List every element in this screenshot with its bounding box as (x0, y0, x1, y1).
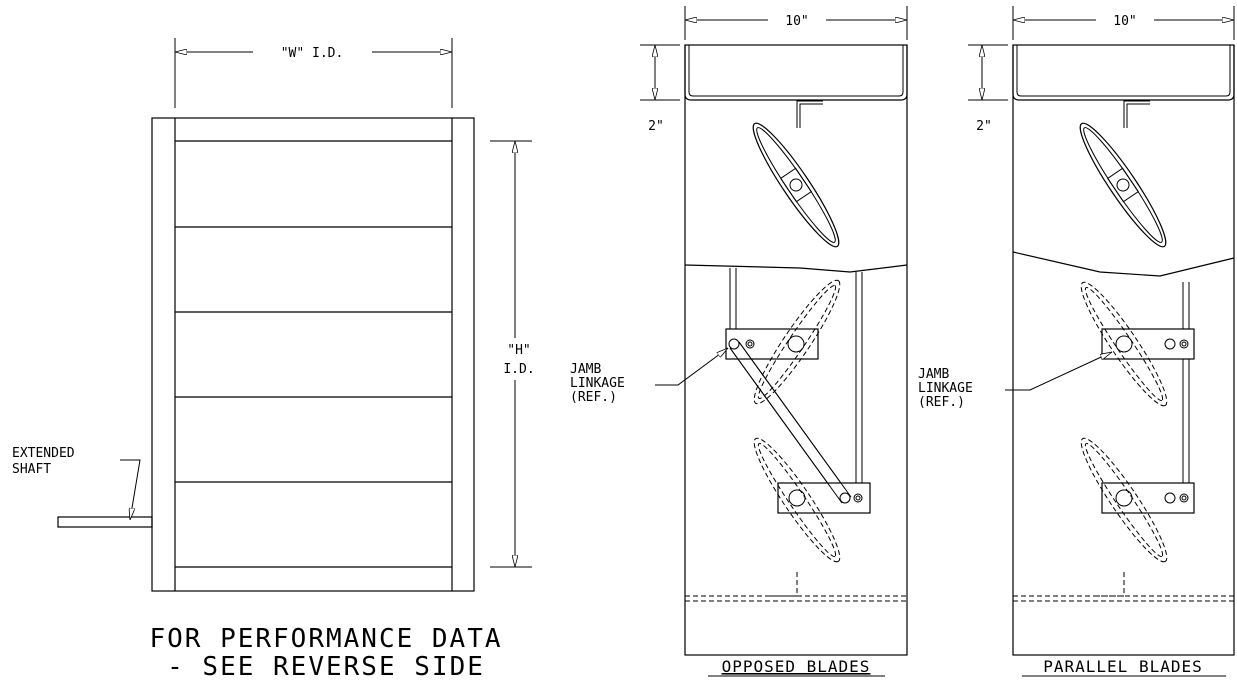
parallel-top-channel (1012, 45, 1235, 101)
extended-shaft: EXTENDED SHAFT (12, 446, 153, 528)
height-label-2: I.D. (503, 362, 534, 377)
height-dimension: "H" I.D. (490, 140, 535, 568)
performance-note-1: FOR PERFORMANCE DATA (149, 624, 502, 654)
width-label: "W" I.D. (281, 46, 344, 61)
opposed-linkage-arm (729, 341, 852, 504)
opposed-top-channel (684, 45, 908, 101)
frame-outline (151, 117, 475, 592)
opposed-blades-view: 10" 2" JAMB LINKAGE (REF.) OPPOSED BLADE… (570, 6, 908, 677)
shaft-label-2: SHAFT (12, 462, 51, 477)
opposed-upper-dashed-blade (753, 279, 841, 405)
opposed-width-label: 10" (785, 14, 808, 29)
opposed-lower-dashed-blade (753, 437, 841, 563)
parallel-break-line (1012, 251, 1235, 277)
parallel-blades-view: 10" 2" JAMB LINKAGE (REF.) PARALLEL BLAD… (918, 6, 1235, 677)
parallel-top-blade (1079, 122, 1167, 248)
opposed-housing (684, 44, 908, 656)
performance-note-2: - SEE REVERSE SIDE (167, 652, 485, 680)
parallel-housing (1012, 44, 1235, 656)
opposed-width-dimension: 10" (684, 6, 908, 40)
opposed-depth-dimension: 2" (640, 44, 680, 134)
parallel-lower-dashed-blade (1080, 437, 1168, 563)
parallel-linkage-label-2: LINKAGE (918, 381, 973, 396)
opposed-top-blade (752, 122, 840, 248)
opposed-linkage-label-2: LINKAGE (570, 376, 625, 391)
parallel-depth-label: 2" (976, 119, 992, 134)
width-dimension: "W" I.D. (174, 38, 453, 108)
opposed-depth-label: 2" (648, 119, 664, 134)
parallel-upper-bracket (1101, 328, 1195, 360)
parallel-width-dimension: 10" (1012, 6, 1235, 40)
parallel-lower-bracket (1101, 482, 1195, 514)
shaft-label-1: EXTENDED (12, 446, 75, 461)
opposed-break-line (684, 264, 908, 273)
blade-lines (175, 140, 452, 568)
opposed-title: OPPOSED BLADES (722, 657, 871, 676)
opposed-linkage-label-3: (REF.) (570, 390, 617, 405)
front-view: "W" I.D. "H" I.D. EXTENDED SHAFT FOR PER… (12, 38, 535, 680)
opposed-upper-bracket (725, 328, 819, 360)
parallel-depth-dimension: 2" (968, 44, 1008, 134)
parallel-title: PARALLEL BLADES (1043, 657, 1203, 676)
height-label-1: "H" (507, 343, 530, 358)
parallel-width-label: 10" (1113, 14, 1136, 29)
parallel-linkage-label-3: (REF.) (918, 395, 965, 410)
opposed-linkage-label-1: JAMB (570, 362, 601, 377)
parallel-linkage-label-1: JAMB (918, 367, 949, 382)
